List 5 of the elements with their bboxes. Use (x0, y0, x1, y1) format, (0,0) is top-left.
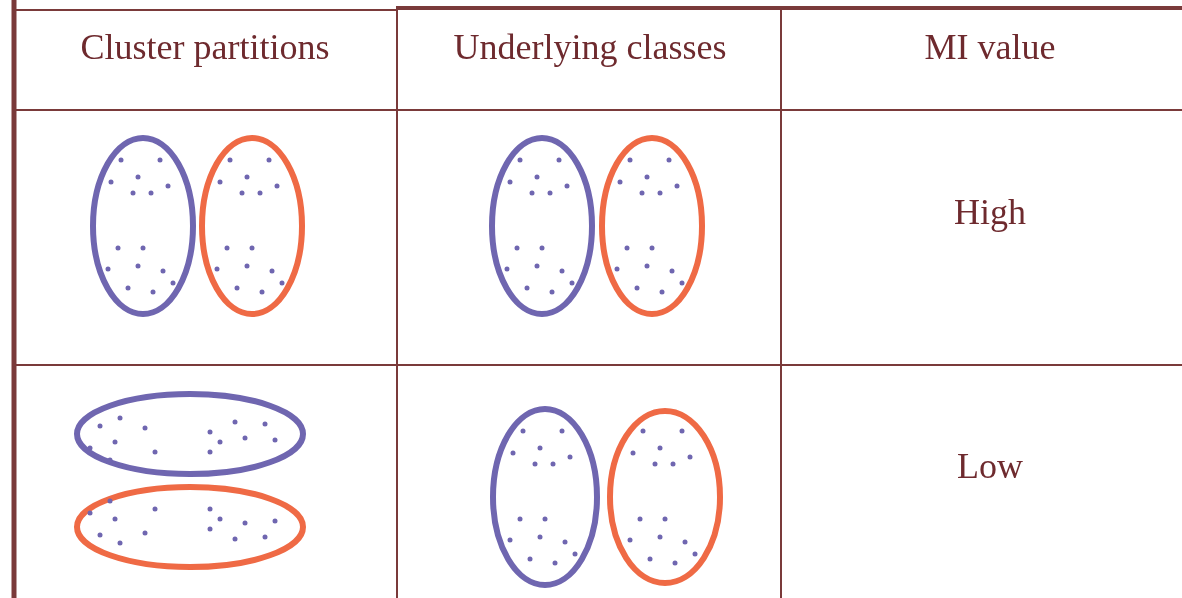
column-header: MI value (924, 26, 1056, 68)
cell-text: Low (957, 445, 1023, 487)
column-header: Underlying classes (453, 26, 727, 68)
column-header: Cluster partitions (80, 26, 330, 68)
cell-text: High (954, 191, 1026, 233)
